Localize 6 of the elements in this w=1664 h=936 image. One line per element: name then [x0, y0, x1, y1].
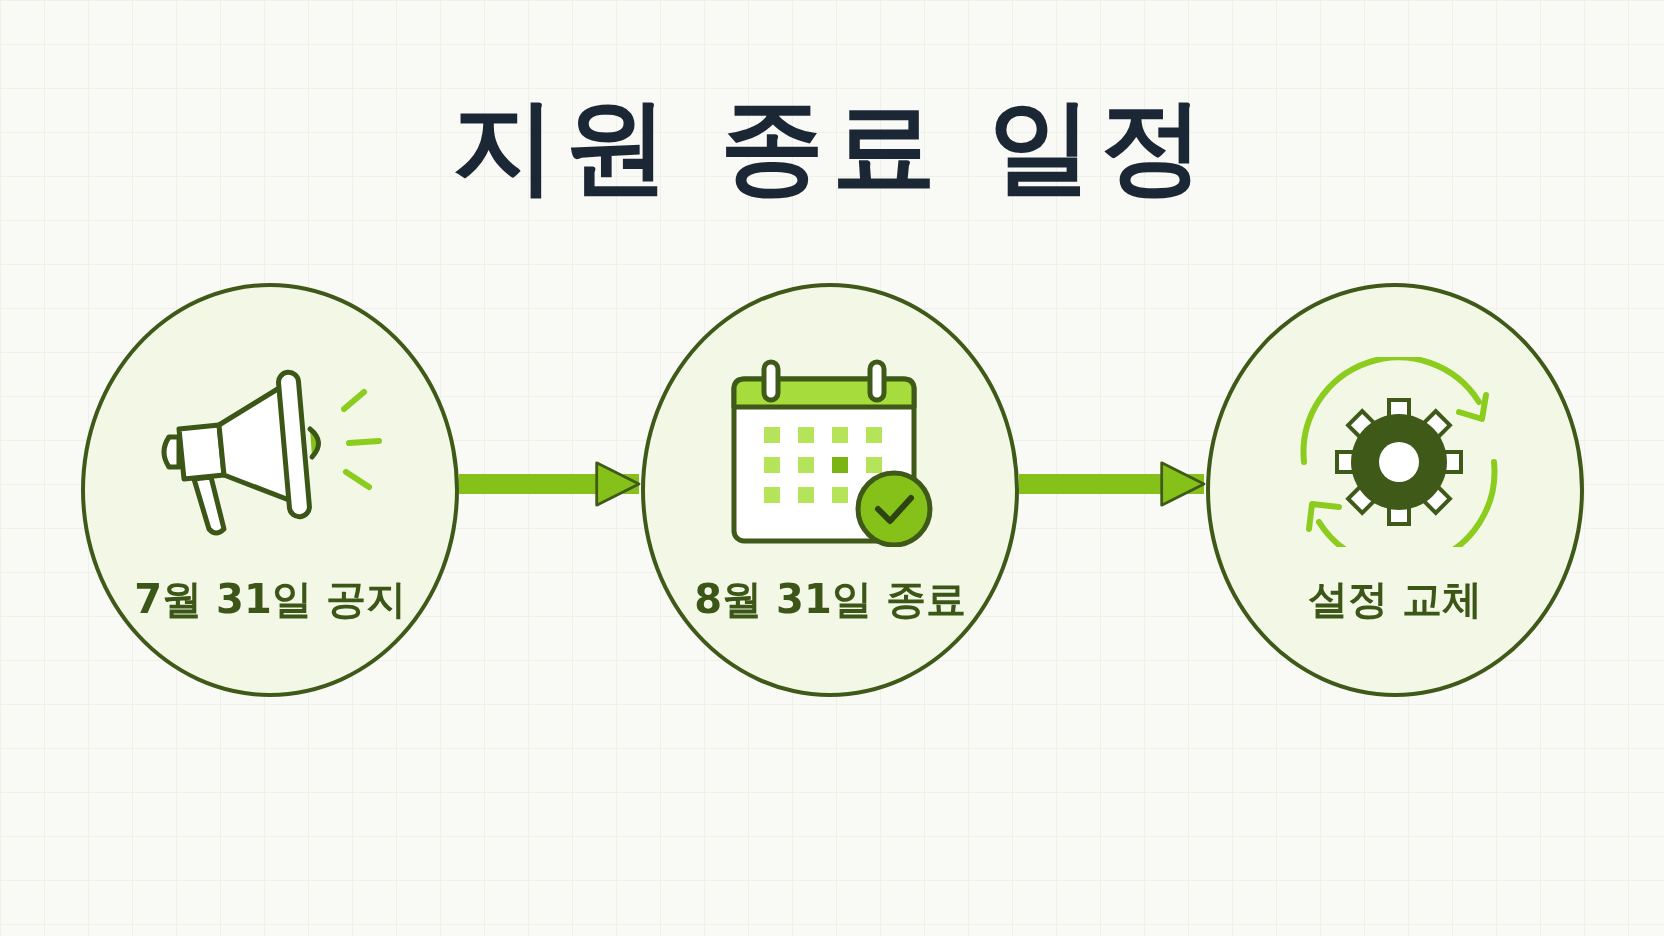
title: 지원 종료 일정 — [450, 84, 1214, 209]
arrow — [459, 461, 641, 507]
step-label: 7월 31일 공지 — [134, 575, 406, 624]
step-label: 8월 31일 종료 — [694, 575, 966, 624]
step-label: 설정 교체 — [1308, 575, 1482, 624]
arrow — [1019, 461, 1206, 507]
